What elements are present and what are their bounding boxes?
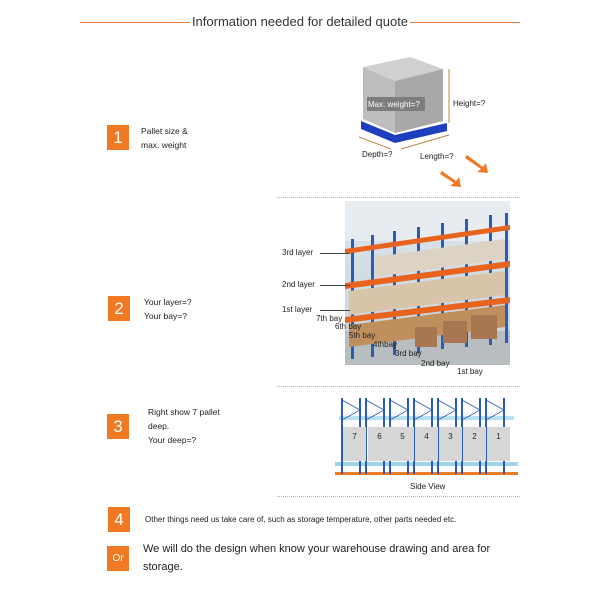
rack-photo bbox=[345, 201, 510, 365]
step-3-line-2: deep. bbox=[148, 421, 170, 431]
step-1-text: Pallet size & max. weight bbox=[141, 124, 188, 152]
divider bbox=[277, 496, 520, 497]
side-view-caption: Side View bbox=[410, 482, 446, 491]
side-view-pallet-3: 3 bbox=[439, 427, 462, 461]
or-badge: Or bbox=[107, 546, 129, 571]
arrow-icon bbox=[440, 155, 488, 187]
base-rail bbox=[335, 472, 518, 475]
side-view-pallet-5: 5 bbox=[391, 427, 414, 461]
or-line-2: storage. bbox=[143, 561, 183, 573]
rack-beams bbox=[345, 225, 510, 323]
step-2-line-1: Your layer=? bbox=[144, 297, 192, 307]
step-3-line-3: Your deep=? bbox=[148, 435, 197, 445]
bay-label-5: 5th bay bbox=[349, 331, 376, 340]
layer-leader-1 bbox=[320, 310, 350, 311]
bottom-rail bbox=[335, 462, 518, 466]
weight-label-bg bbox=[367, 97, 425, 111]
box-top bbox=[363, 57, 443, 81]
rack-illustration bbox=[345, 201, 510, 365]
side-view-pallet-6: 6 bbox=[368, 427, 391, 461]
side-view-pallet-4: 4 bbox=[415, 427, 438, 461]
header-rule-right bbox=[408, 22, 520, 23]
top-beam bbox=[339, 416, 514, 420]
bay-label-4: 4thbay bbox=[373, 340, 398, 349]
step-3-line-1: Right show 7 pallet bbox=[148, 407, 220, 417]
ceiling bbox=[345, 201, 510, 241]
step-1-line-2: max. weight bbox=[141, 140, 187, 150]
side-view-pallet-1: 1 bbox=[487, 427, 510, 461]
header-rule-left bbox=[80, 22, 192, 23]
step-4-badge: 4 bbox=[108, 507, 130, 532]
bracing bbox=[341, 399, 505, 421]
bay-label-6: 6th bay bbox=[335, 322, 362, 331]
or-line-1: We will do the design when know your war… bbox=[143, 543, 491, 555]
step-3-badge: 3 bbox=[107, 414, 129, 439]
divider bbox=[277, 197, 520, 198]
or-text: We will do the design when know your war… bbox=[143, 540, 490, 576]
step-3-text: Right show 7 pallet deep. Your deep=? bbox=[148, 405, 220, 447]
pallet-box-figure bbox=[358, 57, 488, 187]
divider bbox=[277, 386, 520, 387]
layer-label-2: 2nd layer bbox=[282, 280, 315, 289]
height-label: Height=? bbox=[453, 99, 486, 108]
max-weight-label: Max. weight=? bbox=[368, 100, 420, 109]
bay-label-7: 7th bay bbox=[316, 314, 343, 323]
layer-label-1: 1st layer bbox=[282, 305, 313, 314]
page-title: Information needed for detailed quote bbox=[190, 14, 410, 29]
step-2-line-2: Your bay=? bbox=[144, 311, 187, 321]
bay-label-2: 2nd bay bbox=[421, 359, 450, 368]
step-4-text: Other things need us take care of, such … bbox=[145, 515, 457, 524]
pallet-base bbox=[361, 121, 447, 143]
layer-leader-3 bbox=[320, 253, 350, 254]
step-2-text: Your layer=? Your bay=? bbox=[144, 295, 192, 323]
bay-label-1: 1st bay bbox=[457, 367, 483, 376]
goods-boxes bbox=[415, 315, 497, 347]
side-view-pallet-2: 2 bbox=[463, 427, 486, 461]
step-1-line-1: Pallet size & bbox=[141, 126, 188, 136]
step-1-badge: 1 bbox=[107, 125, 129, 150]
layer-label-3: 3rd layer bbox=[282, 248, 314, 257]
step-2-badge: 2 bbox=[108, 296, 130, 321]
length-line bbox=[400, 134, 450, 150]
depth-label: Depth=? bbox=[362, 150, 393, 159]
depth-line bbox=[358, 136, 392, 150]
bay-label-3: 3rd bay bbox=[395, 349, 422, 358]
layer-leader-2 bbox=[320, 285, 350, 286]
length-label: Length=? bbox=[420, 152, 454, 161]
pallet-goods bbox=[349, 239, 505, 347]
side-view-pallet-7: 7 bbox=[343, 427, 366, 461]
